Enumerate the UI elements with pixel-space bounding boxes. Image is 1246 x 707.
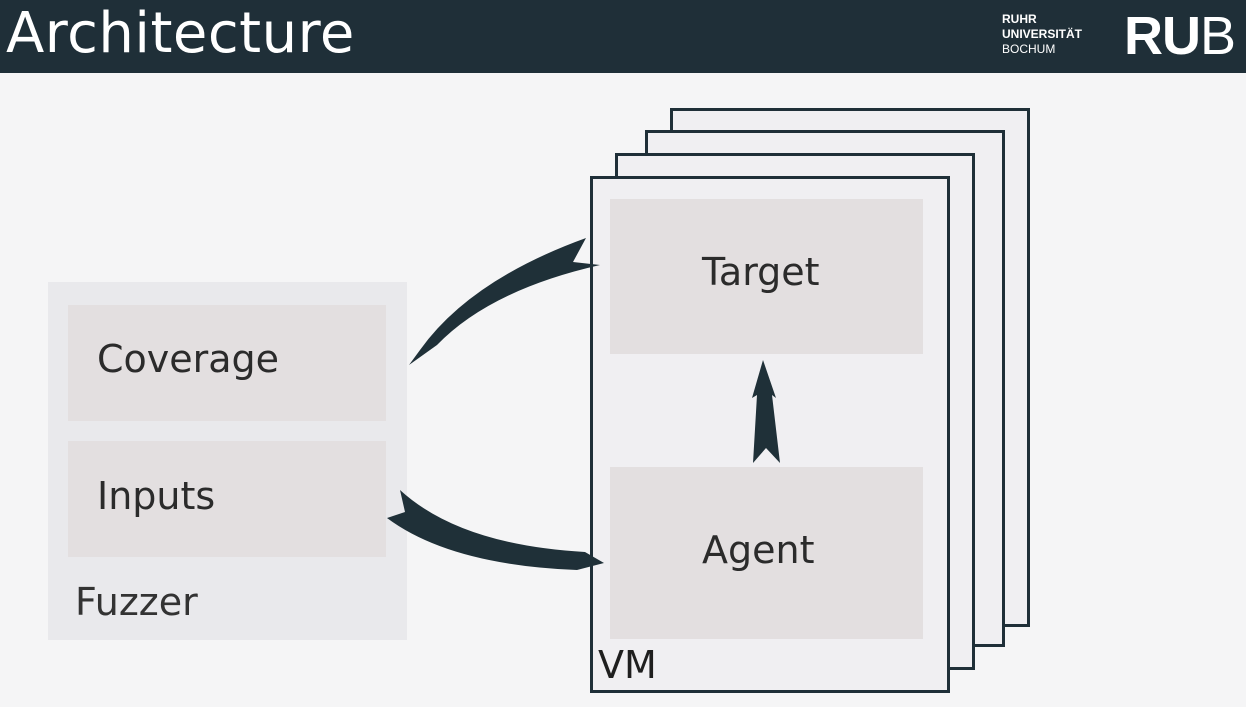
university-logo-text: RUHR UNIVERSITÄT BOCHUM (1002, 12, 1112, 57)
agent-box (610, 467, 923, 639)
coverage-label: Coverage (97, 337, 280, 381)
fuzzer-label: Fuzzer (75, 580, 198, 624)
logo-line-bochum: BOCHUM (1002, 42, 1056, 56)
rub-logo: RUB (1124, 2, 1236, 70)
vm-label: VM (598, 643, 657, 687)
logo-line-universitaet: UNIVERSITÄT (1002, 27, 1083, 41)
rub-logo-ru: RU (1124, 6, 1201, 66)
slide-header: Architecture RUHR UNIVERSITÄT BOCHUM RUB (0, 0, 1246, 73)
rub-logo-b: B (1200, 6, 1236, 66)
coverage-box (68, 305, 386, 421)
target-box (610, 199, 923, 354)
logo-line-ruhr: RUHR (1002, 12, 1037, 26)
inputs-box (68, 441, 386, 557)
target-label: Target (702, 250, 820, 294)
arrow-target-to-coverage (409, 238, 600, 365)
arrow-inputs-to-agent (387, 490, 604, 570)
agent-label: Agent (702, 528, 815, 572)
slide-title: Architecture (6, 1, 355, 66)
inputs-label: Inputs (97, 474, 216, 518)
